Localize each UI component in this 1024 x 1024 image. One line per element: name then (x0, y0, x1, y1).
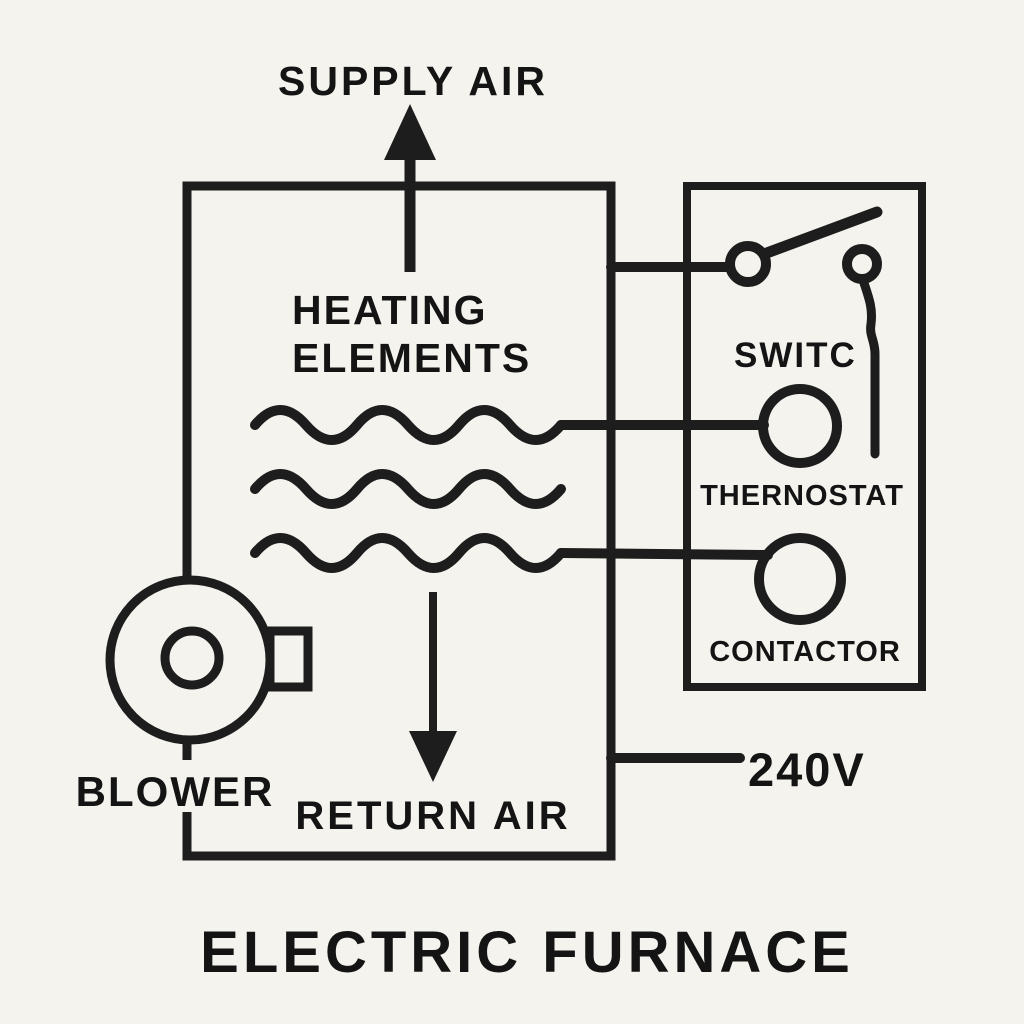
return-arrow-head (409, 731, 457, 782)
contactor-circle (754, 533, 846, 625)
blower-label: BLOWER (76, 768, 275, 815)
switch-pivot-circle (725, 241, 771, 287)
switch-blade (758, 206, 883, 260)
supply-arrow-head (384, 104, 436, 160)
heating-coil-3 (250, 533, 566, 573)
supply-air-arrow-icon (384, 104, 436, 272)
supply-air-label: SUPPLY AIR (278, 58, 548, 104)
switch-label: SWITC (734, 336, 857, 375)
blower-symbol (105, 575, 313, 745)
heating-coil-2 (250, 469, 566, 509)
blower-label-mask (78, 760, 274, 812)
switch-symbol (725, 206, 883, 459)
switch-terminal-circle (842, 244, 882, 284)
blower-hub-circle (160, 626, 224, 690)
blower-outlet-rect (265, 626, 313, 692)
thermostat-circle (758, 384, 842, 468)
switch-terminal-wire (858, 275, 880, 459)
contactor-wire (556, 548, 773, 560)
diagram-title: ELECTRIC FURNACE (200, 920, 854, 985)
voltage-label: 240V (748, 743, 866, 796)
contactor-label: CONTACTOR (709, 636, 901, 668)
heating-label-line1: HEATING (292, 287, 487, 333)
thermostat-label: THERNOSTAT (700, 480, 904, 512)
heating-label-line2: ELEMENTS (292, 335, 531, 381)
furnace-box (182, 181, 616, 861)
control-panel-box (683, 182, 926, 691)
heating-coils (250, 405, 566, 573)
blower-housing-circle (105, 575, 275, 745)
return-air-label: RETURN AIR (295, 794, 570, 838)
heating-coil-1 (250, 405, 566, 445)
return-air-arrow-icon (409, 592, 457, 782)
